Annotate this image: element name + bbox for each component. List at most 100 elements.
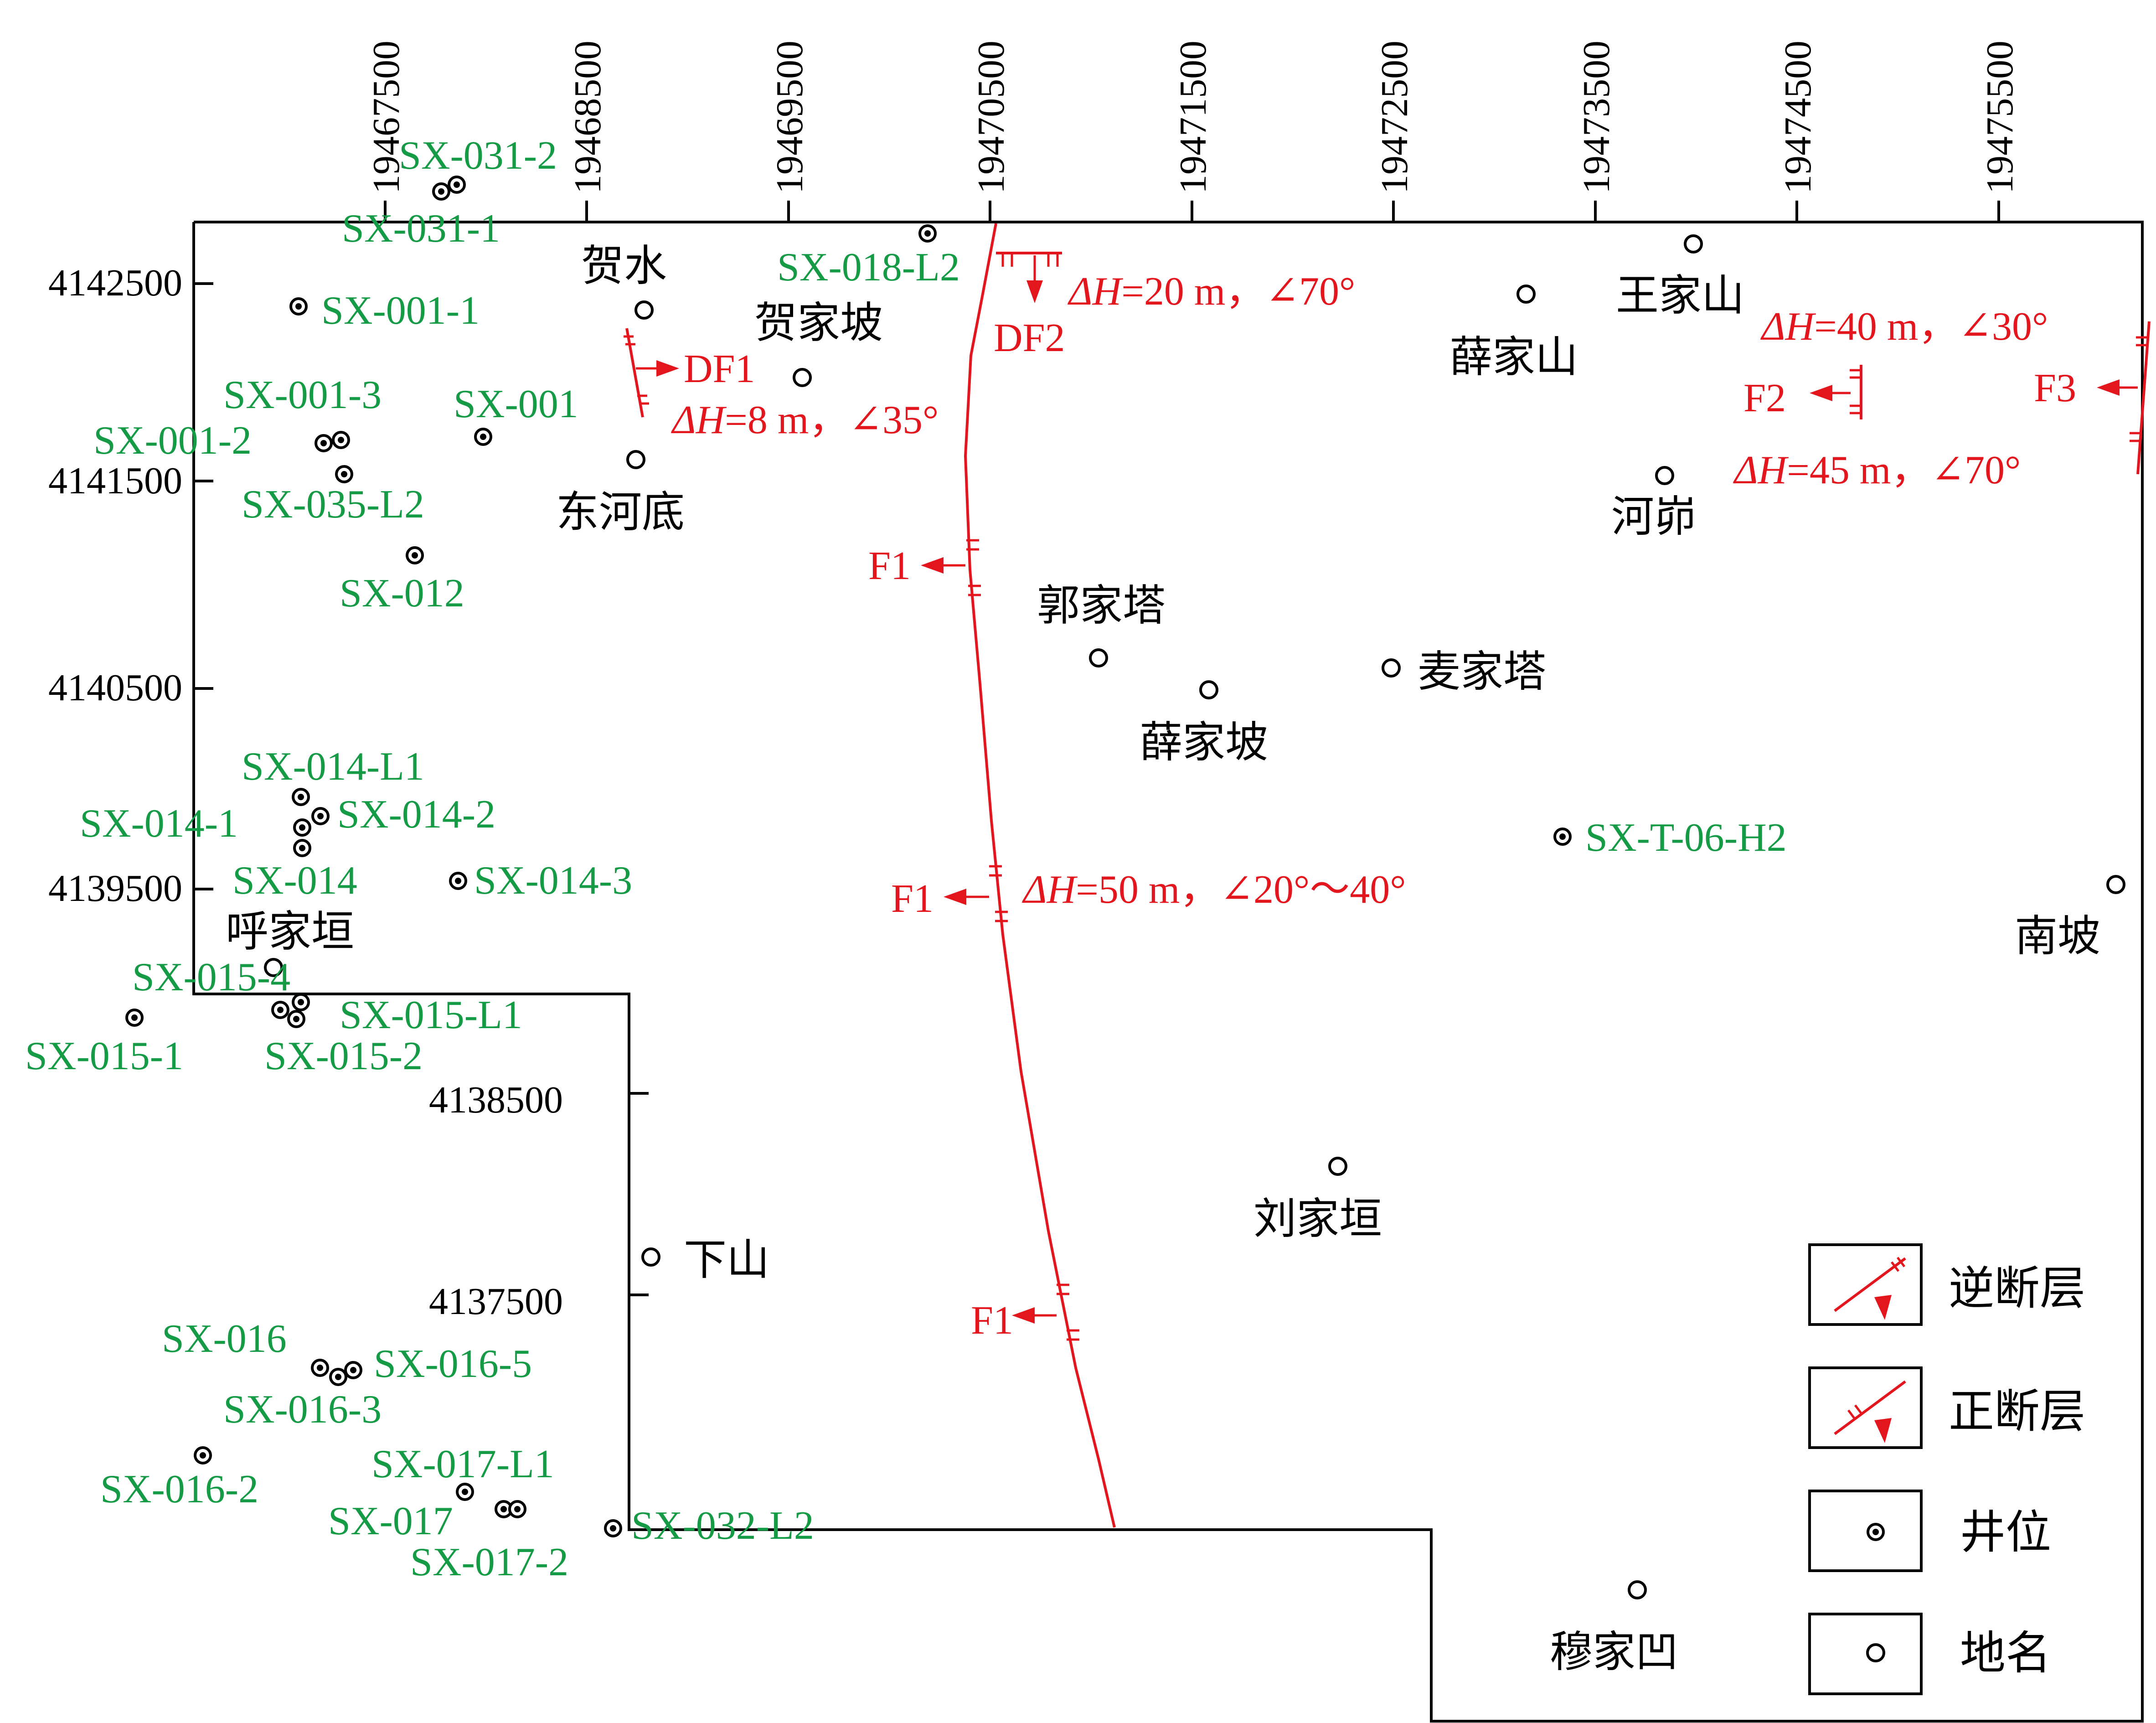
well-label: SX-001: [454, 382, 578, 426]
well-label: SX-032-L2: [631, 1504, 814, 1548]
well-icon: [406, 546, 424, 564]
legend-normal-fault-line: [1834, 1380, 1906, 1435]
place-icon: [793, 368, 812, 387]
x-tick-label: 19468500: [567, 41, 609, 194]
x-tick-label: 19473500: [1575, 41, 1618, 194]
fault-label-f2: F2: [1743, 376, 1786, 420]
place-icon: [634, 300, 654, 320]
well-label: SX-014-2: [337, 792, 495, 837]
wells: [125, 176, 1572, 1537]
places: [264, 234, 2125, 1599]
place-label: 薛家山: [1449, 334, 1578, 381]
well-icon: [292, 788, 310, 806]
well-label: SX-014: [232, 859, 357, 903]
well-label: SX-017-L1: [371, 1442, 554, 1486]
fault-arrow-icon: [1874, 1418, 1892, 1443]
fault-label-f3: F3: [2034, 366, 2076, 410]
fault-annotation-f1: ΔH=50 m，∠20°～40°: [1022, 868, 1406, 912]
well-label: SX-031-1: [342, 207, 500, 251]
well-label: SX-018-L2: [777, 245, 960, 290]
legend-reverse-fault-teeth: [1891, 1257, 1905, 1272]
fault-arrow-icon: [1012, 1307, 1035, 1324]
well-icon: [432, 182, 450, 201]
place-icon: [1382, 658, 1401, 678]
y-tick-label: 4142500: [48, 262, 182, 304]
place-icon: [1866, 1643, 1885, 1662]
well-icon: [311, 807, 330, 825]
well-icon: [344, 1361, 362, 1379]
place-label: 王家山: [1616, 272, 1744, 320]
place-label: 呼家垣: [226, 908, 354, 956]
well-icon: [289, 297, 308, 316]
well-label: SX-001-2: [93, 419, 252, 463]
x-tick-label: 19471500: [1172, 41, 1214, 194]
place-label: 东河底: [556, 489, 685, 536]
fault-f1-trace: [964, 223, 1116, 1528]
delta-h: ΔH: [671, 398, 727, 442]
y-axis: 4142500 4141500 4140500 4139500 4138500 …: [48, 262, 649, 1323]
x-tick-label: 19470500: [970, 41, 1012, 194]
well-icon: [194, 1446, 212, 1464]
well-label: SX-014-1: [80, 802, 238, 846]
fault-annotation-df1: ΔH=8 m，∠35°: [671, 398, 939, 442]
fault-df2-teeth: [1001, 253, 1059, 267]
well-icon: [508, 1500, 526, 1518]
legend: 逆断层 正断层 井位 地名: [1808, 1243, 2085, 1695]
fault-params: =20 m，∠70°: [1121, 269, 1355, 314]
place-icon: [1516, 285, 1536, 304]
y-tick-label: 4140500: [48, 667, 182, 709]
fault-df1-teeth: [624, 335, 649, 405]
legend-normal-fault-teeth: [1847, 1404, 1863, 1420]
place-icon: [626, 450, 645, 469]
well-icon: [293, 818, 311, 837]
fault-label-f1: F1: [971, 1299, 1013, 1343]
y-tick-label: 4141500: [48, 460, 182, 502]
x-tick-label: 19474500: [1777, 41, 1819, 194]
fault-params: =40 m，∠30°: [1814, 305, 2048, 349]
place-label: 薛家坡: [1140, 719, 1268, 766]
fault-f3-teeth: [2130, 336, 2147, 442]
well-icon: [125, 1009, 144, 1027]
x-tick-label: 19469500: [769, 41, 811, 194]
fault-label-f1: F1: [891, 877, 934, 921]
legend-well-swatch: [1808, 1490, 1923, 1572]
fault-arrow-icon: [944, 889, 966, 905]
x-axis: 19467500 19468500 19469500 19470500 1947…: [365, 41, 2021, 222]
well-icon: [335, 465, 353, 483]
fault-annotation-f2: ΔH=45 m，∠70°: [1733, 448, 2021, 492]
faults: DF1 DF2 F1 F1 F1 F2 F3 ΔH=8 m，∠35° ΔH=20…: [624, 223, 2151, 1528]
place-icon: [1089, 648, 1108, 667]
legend-place-label: 地名: [1960, 1628, 2051, 1679]
well-icon: [474, 428, 492, 446]
y-tick-label: 4137500: [429, 1280, 563, 1323]
y-tick-label: 4139500: [48, 867, 182, 910]
study-area-boundary: [192, 221, 2144, 1723]
legend-reverse-fault-label: 逆断层: [1949, 1263, 2085, 1314]
place-icon: [1628, 1580, 1647, 1599]
well-label: SX-015-L1: [340, 993, 522, 1037]
legend-normal-fault-label: 正断层: [1949, 1387, 2085, 1437]
well-icon: [1867, 1523, 1885, 1541]
fault-annotation-df2: ΔH=20 m，∠70°: [1068, 269, 1355, 314]
well-label: SX-017: [328, 1499, 453, 1543]
place-icon: [264, 958, 283, 977]
well-label: SX-T-06-H2: [1585, 816, 1787, 860]
well-label: SX-016-5: [374, 1342, 532, 1386]
fault-arrow-icon: [656, 360, 679, 377]
well-icon: [287, 1010, 305, 1028]
fault-arrow-icon: [1810, 385, 1832, 401]
well-icon: [315, 434, 333, 452]
legend-reverse-fault-swatch: [1808, 1243, 1923, 1326]
delta-h: ΔH: [1022, 868, 1078, 912]
place-label: 麦家塔: [1418, 648, 1546, 696]
legend-place-swatch: [1808, 1613, 1923, 1695]
x-tick-label: 19475500: [1979, 41, 2021, 194]
well-label: SX-015-4: [132, 955, 290, 999]
fault-label-f1: F1: [868, 544, 911, 588]
well-label: SX-016: [162, 1317, 287, 1361]
well-icon: [1553, 828, 1572, 846]
well-icon: [604, 1519, 622, 1537]
fault-arrow-icon: [1026, 280, 1043, 303]
place-icon: [1328, 1157, 1347, 1176]
